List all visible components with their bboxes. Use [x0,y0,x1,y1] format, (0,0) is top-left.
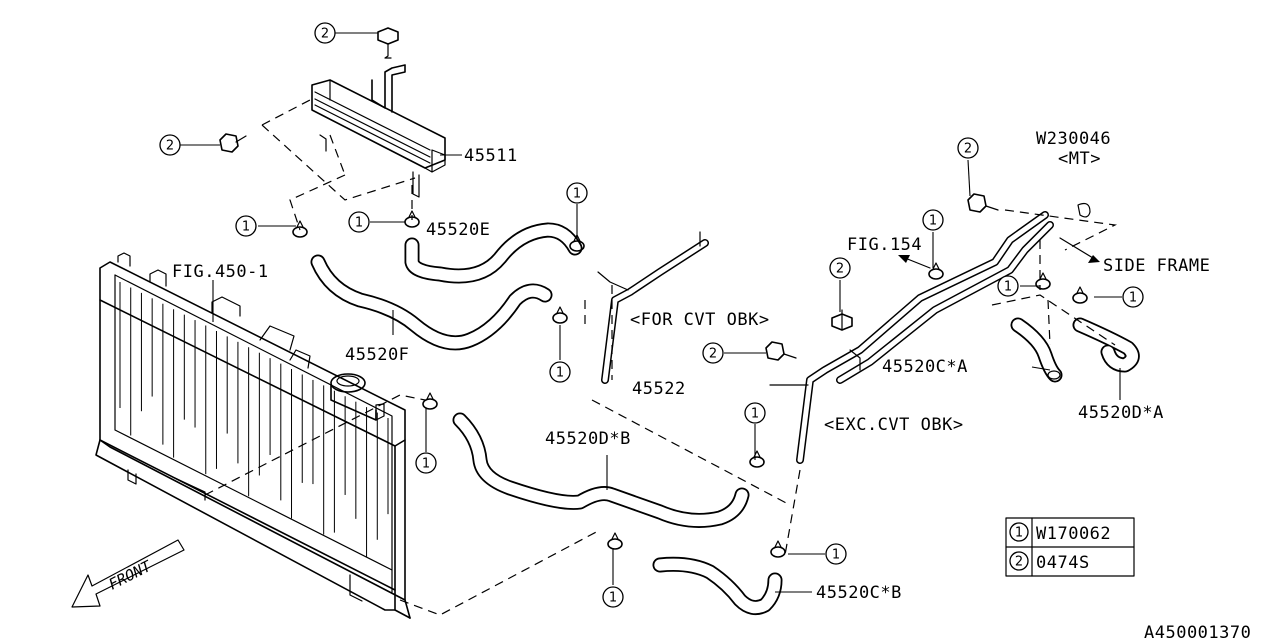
label-45511: 45511 [464,146,518,166]
callout-number: 1 [1129,291,1137,306]
label-mt: <MT> [1058,149,1101,169]
label-fig-450-1: FIG.450-1 [172,262,269,282]
hose-clamp [607,532,623,550]
callout-one: 1 [348,211,370,233]
callout-one: 1 [1122,286,1144,308]
callout-two: 2 [829,257,851,279]
legend-part-1: W170062 [1036,524,1111,544]
legend-table: 1 W170062 2 0474S [1005,517,1135,577]
callout-number: 2 [321,27,329,42]
callout-number: 1 [609,591,617,606]
label-45520E: 45520E [426,220,490,240]
legend-num-1: 1 [1015,526,1023,541]
callout-number: 2 [709,347,717,362]
hose-clamp [928,262,944,280]
label-exc-cvt-obk: <EXC.CVT OBK> [824,415,964,435]
label-side-frame: SIDE FRAME [1103,256,1210,276]
hose-45520DB [452,412,750,528]
callout-two: 2 [159,134,181,156]
label-45520DA: 45520D*A [1078,403,1164,423]
callout-two: 2 [957,137,979,159]
oil-cooler [311,64,446,198]
diagram-id: A450001370 [1144,623,1251,640]
pipe-cvt [597,231,709,384]
callout-number: 2 [964,142,972,157]
callout-number: 1 [832,548,840,563]
side-frame-arrow [1059,237,1100,263]
bolts [219,27,1091,361]
callout-number: 1 [751,407,759,422]
callout-one: 1 [415,452,437,474]
hose-clamp [422,392,438,410]
fig-154-arrow [898,255,931,269]
label-w230046: W230046 [1036,129,1111,149]
radiator [95,252,411,619]
dashed-guides [204,99,1118,616]
callout-one: 1 [997,275,1019,297]
callout-number: 1 [242,220,250,235]
callout-one: 1 [235,215,257,237]
labels: 45511 45520E 45520F 45522 45520C*A 45520… [172,129,1251,640]
leader-lines [180,32,1122,593]
label-45522: 45522 [632,379,686,399]
radiator-fins [119,282,389,557]
callout-number: 1 [573,187,581,202]
callout-number: 2 [166,139,174,154]
hose-45520F [310,254,553,351]
hose-clamp [749,450,765,468]
legend-row-2: 2 0474S [1009,551,1090,573]
bolt-top [377,27,399,59]
legend-num-2: 2 [1015,555,1023,570]
label-45520DB: 45520D*B [545,429,631,449]
bolt-lower [765,341,797,361]
callout-number: 1 [1004,280,1012,295]
callout-number: 1 [929,214,937,229]
hose-clamp [552,306,568,324]
hose-45520CA [1010,317,1063,383]
callout-one: 1 [566,182,588,204]
hose-45520E [404,222,583,284]
hose-45520CB [652,556,783,616]
callouts: 2 2 1 1 1 1 1 1 1 1 1 1 1 2 2 2 [159,22,1144,608]
pipe-main [769,211,1054,464]
callout-two: 2 [702,342,724,364]
hose-clamp [292,220,308,238]
legend-row-1: 1 W170062 [1009,522,1111,544]
label-for-cvt-obk: <FOR CVT OBK> [630,310,770,330]
hose-clamp [770,540,786,558]
hose-45520DA [1072,317,1140,373]
bolt-left [219,133,247,153]
label-45520CA: 45520C*A [882,357,968,377]
callout-one: 1 [744,402,766,424]
hose-clamp [1035,272,1051,290]
front-label: FRONT [106,557,155,594]
label-45520CB: 45520C*B [816,583,902,603]
bolt-mid [831,309,853,331]
legend-part-2: 0474S [1036,553,1090,573]
callout-number: 2 [836,262,844,277]
callout-one: 1 [922,209,944,231]
callout-two: 2 [314,22,336,44]
callout-one: 1 [549,361,571,383]
callout-one: 1 [602,586,624,608]
callout-one: 1 [825,543,847,565]
callout-number: 1 [355,216,363,231]
bolt-right [967,193,999,213]
callout-number: 1 [556,366,564,381]
hose-clamp [1072,286,1088,304]
callout-number: 1 [422,457,430,472]
label-fig-154: FIG.154 [847,235,922,255]
front-arrow: FRONT [71,539,185,608]
label-45520F: 45520F [345,345,409,365]
